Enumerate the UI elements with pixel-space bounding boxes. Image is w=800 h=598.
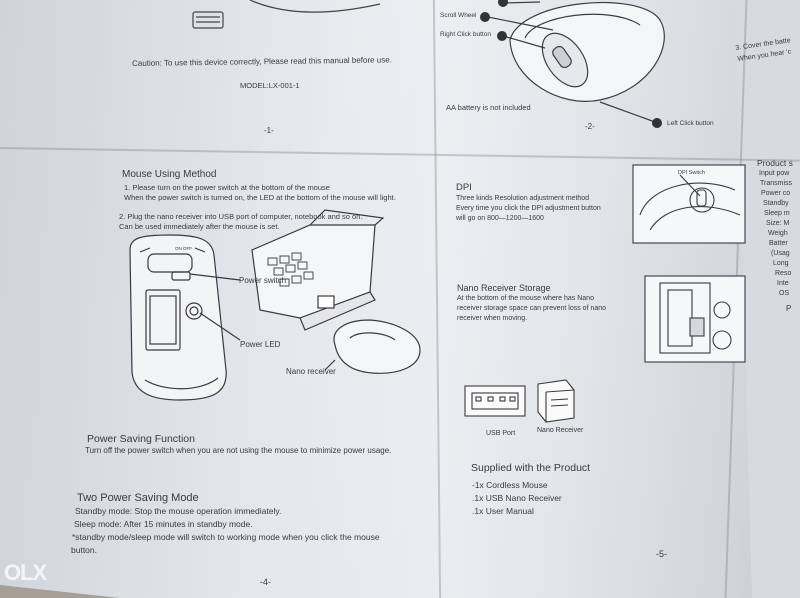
spec-line-2: Transmiss (760, 180, 793, 187)
mouse-edge-partial (249, 0, 381, 13)
note-line2: button. (71, 545, 97, 555)
receiver-top-icon (192, 11, 224, 29)
supplied-item-3: .1x User Manual (472, 506, 534, 516)
dpi-line1: Three kinds Resolution adjustment method (456, 195, 590, 202)
spec-line-0: Product s (757, 158, 793, 168)
page-number-1: -1- (264, 126, 274, 135)
power-saving-text: Turn off the power switch when you are n… (85, 446, 392, 455)
step2-line1: 2. Plug the nano receiver into USB port … (119, 212, 363, 221)
usb-port-drawing (464, 385, 526, 417)
dpi-image-box (632, 164, 746, 244)
page-number-5: -5- (656, 549, 667, 559)
callout-power-led: Power LED (240, 340, 281, 349)
label-left-click: Left Click button (667, 120, 714, 127)
spec-line-5: Sleep m (764, 210, 790, 217)
page-number-4: -4- (260, 577, 271, 587)
model-text: MODEL:LX-001-1 (240, 81, 300, 90)
nano-receiver-drawing (317, 295, 335, 309)
nano-line3: receiver when moving. (457, 315, 528, 322)
note-line1: *standby mode/sleep mode will switch to … (72, 532, 380, 542)
spec-line-6: Size: M (766, 220, 790, 227)
supplied-item-2: .1x USB Nano Receiver (472, 493, 562, 503)
mouse-using-heading: Mouse Using Method (122, 169, 217, 180)
spec-line-1: Input pow (759, 170, 790, 177)
dpi-heading: DPI (456, 182, 472, 193)
usb-port-label: USB Port (486, 430, 516, 437)
spec-line-13: OS (779, 290, 790, 297)
spec-line-10: Long (773, 260, 789, 267)
spec-line-8: Batter (769, 240, 788, 247)
spec-line-14: P (786, 304, 792, 313)
dpi-switch-label: DPI Switch (678, 170, 705, 176)
nano-receiver-icon (537, 379, 575, 423)
sleep-text: Sleep mode: After 15 minutes in standby … (74, 519, 253, 529)
step2-line2: Can be used immediately after the mouse … (119, 222, 280, 231)
spec-line-3: Power co (761, 190, 791, 197)
nano-storage-heading: Nano Receiver Storage (457, 283, 551, 293)
olx-watermark: OLX (4, 560, 47, 585)
power-saving-heading: Power Saving Function (87, 433, 195, 445)
nano-receiver-label: Nano Receiver (537, 427, 584, 434)
spec-line-9: (Usag (771, 250, 790, 257)
label-scroll-wheel: Scroll Wheel (440, 12, 477, 19)
spec-line-4: Standby (763, 200, 789, 207)
spec-line-7: Weigh (768, 230, 788, 237)
step1-line1: 1. Please turn on the power switch at th… (124, 183, 330, 192)
two-power-heading: Two Power Saving Mode (77, 492, 199, 504)
step1-line2: When the power switch is turned on, the … (124, 193, 396, 202)
page-number-2: -2- (585, 122, 595, 131)
nano-line1: At the bottom of the mouse where has Nan… (457, 295, 594, 302)
standby-text: Standby mode: Stop the mouse operation i… (75, 506, 282, 516)
callout-power-switch: Power switch (239, 276, 287, 285)
dpi-line3: will go on 800—1200—1600 (456, 215, 544, 222)
dpi-line2: Every time you click the DPI adjustment … (456, 205, 601, 212)
battery-note: AA battery is not included (446, 103, 531, 112)
supplied-item-1: -1x Cordless Mouse (472, 480, 548, 490)
nano-line2: receiver storage space can prevent loss … (457, 305, 607, 312)
mouse-underside (129, 234, 227, 401)
supplied-heading: Supplied with the Product (471, 462, 591, 474)
label-right-click: Right Click button (440, 31, 491, 38)
spec-line-12: Inte (777, 280, 789, 287)
mouse-side-drawing (333, 319, 421, 374)
switch-on-off-marks: ON OFF (175, 246, 192, 251)
spec-line-11: Reso (775, 270, 792, 277)
callout-nano-receiver: Nano receiver (286, 367, 336, 376)
